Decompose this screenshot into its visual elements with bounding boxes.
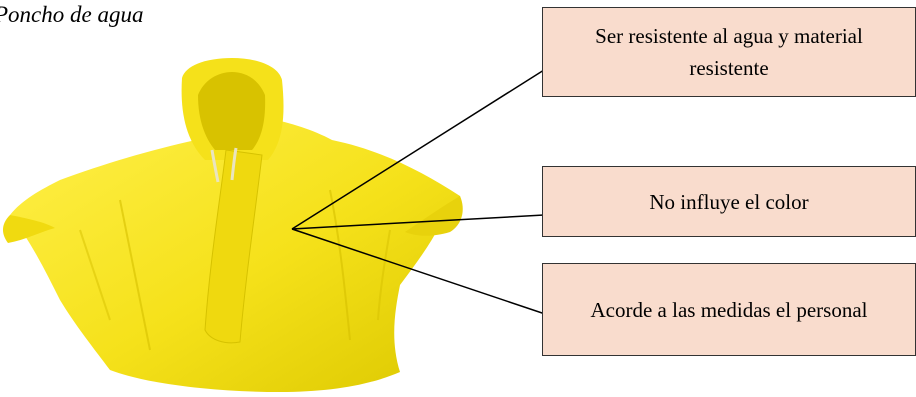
poncho-right-sleeve (405, 196, 463, 236)
pointer-arrow-1 (291, 57, 564, 230)
pointer-arrow-2 (291, 208, 581, 230)
poncho-illustration (3, 58, 463, 392)
callout-water-resistant: Ser resistente al agua y material resist… (542, 7, 916, 97)
callout-color: No influye el color (542, 166, 916, 237)
pointer-arrow-3 (291, 228, 558, 320)
poncho-drawstring-right (230, 147, 238, 181)
poncho-left-sleeve (3, 215, 55, 243)
callout-measurements: Acorde a las medidas el personal (542, 263, 916, 356)
poncho-front-flap (204, 149, 263, 344)
poncho-drawstring-left (210, 149, 220, 183)
poncho-hood-opening (198, 72, 266, 150)
figure-title: Poncho de agua (0, 2, 144, 27)
